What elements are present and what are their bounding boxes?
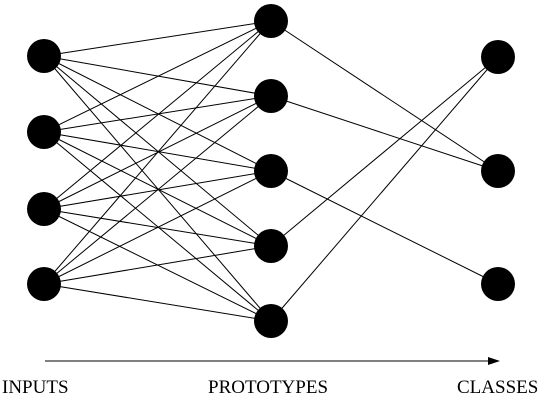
prototype-node-2	[254, 79, 288, 113]
input-node-2	[27, 115, 61, 149]
class-node-1	[481, 40, 515, 74]
prototype-node-5	[254, 304, 288, 338]
edge-prototype-2-class-2	[270, 95, 499, 172]
edge-input-4-prototype-2	[43, 95, 272, 285]
input-node-1	[27, 39, 61, 73]
edge-input-2-prototype-5	[43, 131, 272, 322]
prototype-node-1	[254, 4, 288, 38]
edges	[43, 20, 499, 322]
flow-arrow	[45, 357, 500, 365]
edge-input-2-prototype-4	[43, 131, 272, 247]
prototypes-label: PROTOTYPES	[208, 377, 328, 398]
classes-label: CLASSES	[457, 377, 538, 398]
prototype-node-4	[254, 229, 288, 263]
edge-input-1-prototype-1	[43, 20, 272, 57]
edge-prototype-1-class-2	[270, 20, 499, 172]
edge-prototype-3-class-3	[270, 170, 499, 285]
edge-input-4-prototype-5	[43, 283, 272, 322]
edge-input-2-prototype-2	[43, 95, 272, 133]
prototype-node-3	[254, 154, 288, 188]
class-node-2	[481, 154, 515, 188]
input-node-4	[27, 267, 61, 301]
input-node-3	[27, 192, 61, 226]
edge-input-2-prototype-3	[43, 131, 272, 172]
edge-prototype-5-class-1	[270, 56, 499, 322]
edge-prototype-4-class-1	[270, 56, 499, 247]
edge-input-3-prototype-1	[43, 20, 272, 210]
flow-arrow-head	[488, 357, 500, 365]
nodes	[27, 4, 515, 338]
edge-input-4-prototype-3	[43, 170, 272, 285]
edge-input-2-prototype-1	[43, 20, 272, 133]
inputs-label: INPUTS	[2, 377, 69, 398]
class-node-3	[481, 267, 515, 301]
edge-input-4-prototype-4	[43, 245, 272, 285]
edge-input-4-prototype-1	[43, 20, 272, 285]
